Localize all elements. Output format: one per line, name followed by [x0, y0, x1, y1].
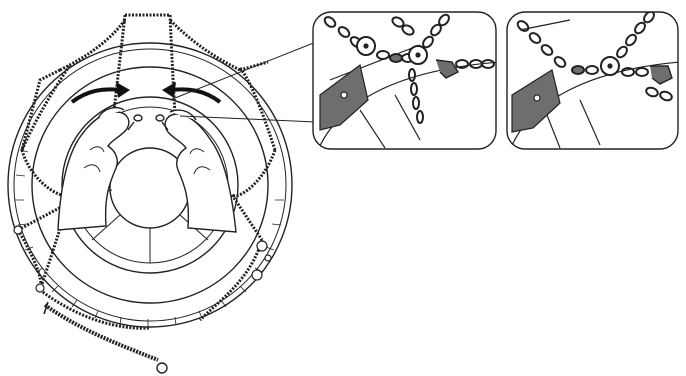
tyre-sidewall — [31, 66, 269, 304]
pull-arrow-left — [162, 82, 222, 104]
right-hand — [164, 109, 237, 233]
tyre-outer-tread — [13, 48, 287, 322]
chain-fittings — [13, 225, 272, 293]
wheel-illustration — [7, 42, 293, 328]
detail-panel-closed-hook — [506, 11, 679, 150]
detail-panel-open-hook — [312, 11, 497, 150]
chain-ends-in-hands — [127, 114, 169, 131]
tension-chain-tail — [43, 301, 168, 374]
tyre-outer — [7, 42, 293, 328]
pull-arrow-right — [70, 82, 130, 104]
callout-lines — [169, 41, 317, 123]
left-hand — [57, 106, 130, 231]
wheel-rim-outer — [61, 96, 239, 274]
